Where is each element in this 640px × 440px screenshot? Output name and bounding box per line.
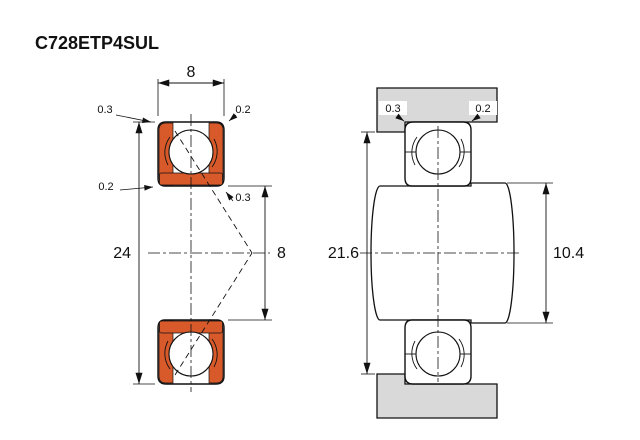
outer-diameter-label: 24 xyxy=(113,245,131,262)
cage-arc-top-right xyxy=(211,138,218,168)
dimension-outer-diameter: 24 xyxy=(113,121,155,385)
chamfer-callout-outer-right: 0.2 xyxy=(228,104,251,122)
mounted-chamfer-callout-left: 0.3 xyxy=(379,101,407,122)
mounted-chamfer-callout-right: 0.2 xyxy=(469,101,497,122)
mounted-cage-arc-bottom-right xyxy=(458,338,465,368)
chamfer-outer-left-label: 0.3 xyxy=(97,104,112,116)
mounted-chamfer-left-label: 0.3 xyxy=(385,103,400,115)
chamfer-callout-inner-right: 0.3 xyxy=(225,191,251,204)
label-backplate xyxy=(379,101,407,115)
mounted-chamfer-right-label: 0.2 xyxy=(475,103,490,115)
mounted-cage-arc-top-right xyxy=(458,138,465,168)
mounted-cage-arc-top-left xyxy=(411,136,418,166)
cage-arc-bottom-right xyxy=(211,338,218,368)
chamfer-inner-left-label: 0.2 xyxy=(98,181,113,193)
label-backplate xyxy=(469,101,497,115)
bearing-cross-section-view: 8 24 8 0.3 0.2 0.2 xyxy=(97,64,286,392)
cage-arc-top-left xyxy=(164,136,171,166)
housing-shoulder-label: 21.6 xyxy=(328,245,359,262)
contact-angle-line-bottom xyxy=(174,252,253,376)
mounting-arrangement-view: 21.6 10.4 0.3 0.2 xyxy=(328,87,584,419)
housing-bottom xyxy=(376,373,498,419)
width-label: 8 xyxy=(187,64,196,81)
dimension-width: 8 xyxy=(157,64,225,116)
shaft-shoulder-label: 10.4 xyxy=(553,245,584,262)
mounted-cage-arc-bottom-left xyxy=(411,340,418,370)
chamfer-outer-right-label: 0.2 xyxy=(235,104,250,116)
dimension-housing-shoulder: 21.6 xyxy=(328,131,375,375)
cage-arc-bottom-left xyxy=(164,340,171,370)
bore-diameter-label: 8 xyxy=(277,245,286,262)
chamfer-inner-right-label: 0.3 xyxy=(235,192,250,204)
shaft xyxy=(370,182,515,324)
housing-top xyxy=(376,87,498,133)
dimension-bore-diameter: 8 xyxy=(228,185,286,321)
page-title: C728ETP4SUL xyxy=(35,33,159,53)
dimension-shaft-shoulder: 10.4 xyxy=(507,182,584,324)
chamfer-callout-outer-left: 0.3 xyxy=(97,104,152,124)
contact-angle-line-top xyxy=(174,130,253,254)
chamfer-callout-inner-left: 0.2 xyxy=(98,181,154,193)
